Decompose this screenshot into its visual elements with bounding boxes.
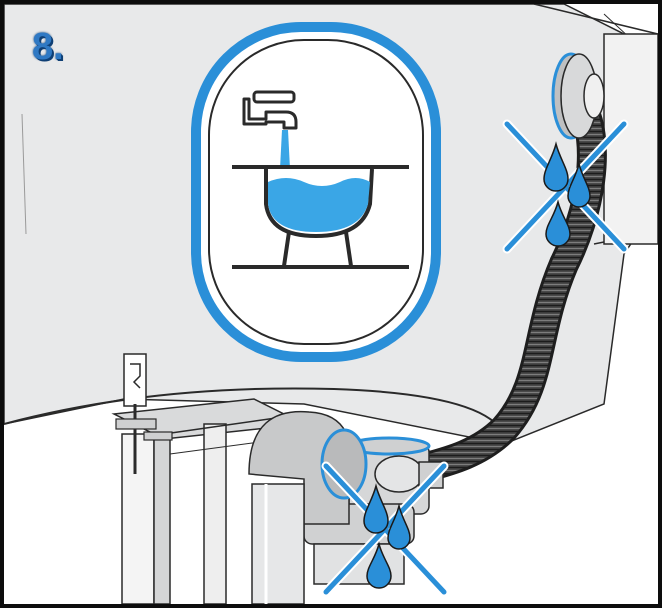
installation-illustration <box>4 4 658 604</box>
fill-bathtub-icon <box>196 27 436 357</box>
step-number: 8. <box>32 26 64 69</box>
